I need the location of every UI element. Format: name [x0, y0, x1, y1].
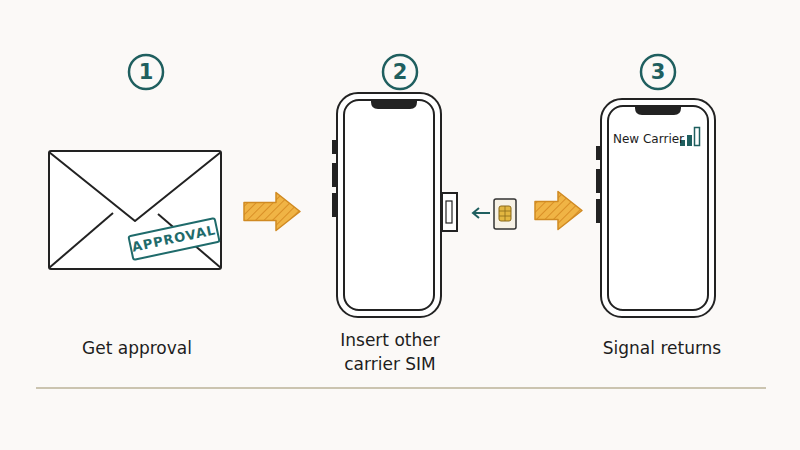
insert-arrow-head: [473, 208, 479, 218]
sim-card: [494, 199, 516, 229]
insert-arrow: [474, 212, 490, 214]
sim-tray-slot: [446, 201, 452, 223]
step-arrow: [244, 193, 300, 231]
sim-chip-line: [505, 206, 506, 221]
phone-screen: [608, 106, 708, 310]
phone: New CarrierSignal returns: [600, 98, 716, 318]
phone-fill: [600, 98, 716, 318]
step-caption: Insert other carrier SIM: [325, 328, 455, 376]
phone-notch: [635, 106, 681, 115]
step-circle: [383, 55, 417, 89]
phone: Insert other carrier SIM: [336, 92, 442, 318]
baseline-rule: [36, 387, 766, 389]
approval-stamp: APPROVAL: [127, 217, 220, 261]
step-caption: Get approval: [82, 336, 192, 360]
step-circle: [641, 55, 675, 89]
carrier-name: New Carrier: [613, 131, 684, 147]
step-arrow: [535, 192, 582, 230]
phone-fill: [336, 92, 442, 318]
callout-number: 2: [383, 55, 417, 89]
callout-number: 3: [641, 55, 675, 89]
callout-number: 1: [129, 55, 163, 89]
stamp-text: APPROVAL: [130, 219, 219, 258]
phone-notch: [371, 100, 417, 109]
envelope-fold: [49, 213, 113, 268]
step-circle: [129, 55, 163, 89]
envelope: Get approvalAPPROVAL: [48, 150, 222, 270]
phone-screen: [344, 100, 434, 310]
envelope-fill: [48, 150, 222, 270]
envelope-flap: [49, 152, 221, 221]
signal-bar: [695, 128, 700, 146]
step-caption: Signal returns: [603, 336, 721, 360]
sim-tray: [442, 193, 457, 231]
signal-bar: [687, 135, 692, 146]
sim-chip: [499, 206, 511, 221]
